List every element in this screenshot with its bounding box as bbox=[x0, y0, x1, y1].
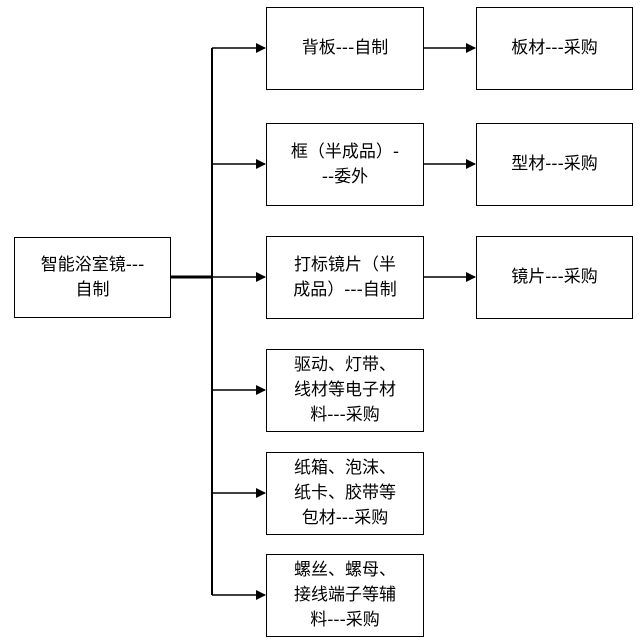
node-board-material-label: 板材---采购 bbox=[511, 38, 598, 58]
node-backboard-label: 背板---自制 bbox=[301, 38, 389, 58]
root-node-label: 智能浴室镜--- 自制 bbox=[40, 254, 145, 300]
node-accessories: 螺丝、螺母、 接线端子等辅 料---采购 bbox=[266, 554, 424, 637]
node-electronics-label: 驱动、灯带、 线材等电子材 料---采购 bbox=[294, 355, 396, 425]
node-lens-material-label: 镜片---采购 bbox=[511, 267, 598, 287]
node-packaging: 纸箱、泡沫、 纸卡、胶带等 包材---采购 bbox=[266, 452, 424, 535]
node-packaging-label: 纸箱、泡沫、 纸卡、胶带等 包材---采购 bbox=[294, 458, 396, 528]
node-frame: 框（半成品）- --委外 bbox=[266, 123, 424, 206]
root-node: 智能浴室镜--- 自制 bbox=[14, 237, 171, 318]
node-frame-label: 框（半成品）- --委外 bbox=[290, 141, 400, 187]
node-backboard: 背板---自制 bbox=[266, 7, 424, 90]
node-profile-material-label: 型材---采购 bbox=[511, 154, 598, 174]
node-electronics: 驱动、灯带、 线材等电子材 料---采购 bbox=[266, 349, 424, 432]
node-profile-material: 型材---采购 bbox=[476, 123, 633, 206]
node-accessories-label: 螺丝、螺母、 接线端子等辅 料---采购 bbox=[294, 560, 396, 630]
node-lens-material: 镜片---采购 bbox=[476, 236, 633, 319]
node-lens: 打标镜片（半 成品）---自制 bbox=[266, 236, 424, 319]
node-lens-label: 打标镜片（半 成品）---自制 bbox=[293, 254, 397, 300]
node-board-material: 板材---采购 bbox=[476, 7, 633, 90]
